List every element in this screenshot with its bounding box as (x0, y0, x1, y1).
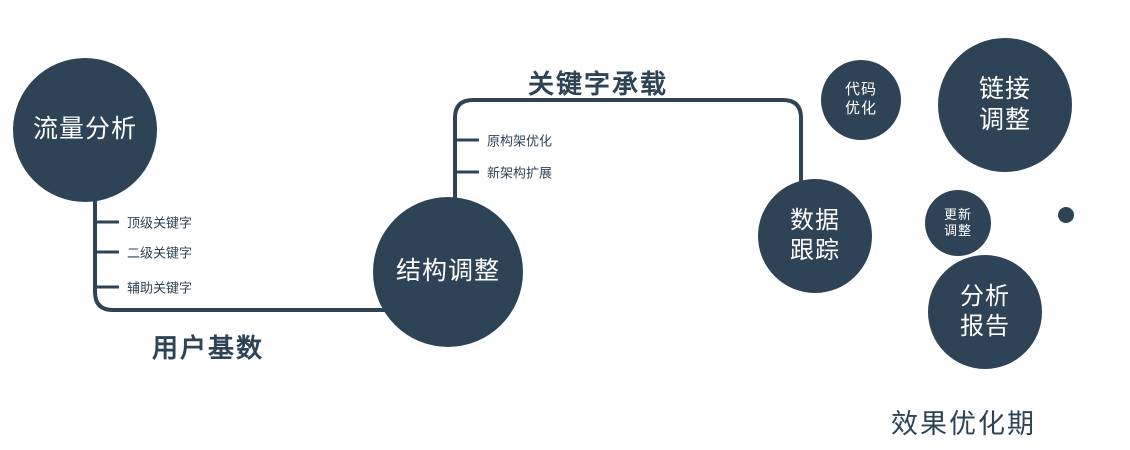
node-structure-adjustment: 结构调整 (373, 197, 523, 347)
node-structure-adjustment-label: 结构调整 (395, 257, 500, 286)
node-data-tracking-line2: 跟踪 (790, 237, 840, 264)
footer-caption: 效果优化期 (891, 409, 1036, 439)
node-code-optimization-line2: 优化 (844, 100, 877, 117)
tick-label-top-keyword: 顶级关键字 (127, 215, 193, 231)
bullet-dot (1058, 207, 1074, 223)
node-link-adjustment-line1: 链接 (978, 74, 1031, 103)
node-traffic-analysis: 流量分析 (13, 58, 157, 202)
tick-label-original-arch: 原构架优化 (487, 133, 553, 149)
edge-label-user-base: 用户基数 (152, 333, 265, 363)
node-link-adjustment-line2: 调整 (978, 106, 1031, 134)
tick-label-new-arch: 新架构扩展 (487, 165, 553, 181)
node-data-tracking: 数据 跟踪 (758, 179, 872, 293)
node-analysis-report-line2: 报告 (960, 313, 1010, 340)
tick-label-aux-keyword: 辅助关键字 (127, 280, 193, 296)
node-link-adjustment: 链接 调整 (938, 38, 1072, 172)
node-update-adjustment-line1: 更新 (943, 206, 972, 222)
node-update-adjustment: 更新 调整 (925, 190, 991, 256)
node-data-tracking-line1: 数据 (790, 207, 840, 234)
node-analysis-report-line1: 分析 (960, 283, 1010, 310)
node-analysis-report: 分析 报告 (928, 255, 1042, 369)
node-traffic-analysis-label: 流量分析 (32, 115, 137, 144)
edge-label-keyword-bearing: 关键字承载 (528, 69, 669, 99)
edge-user-base-path (93, 190, 410, 312)
node-code-optimization: 代码 优化 (821, 60, 901, 140)
tick-label-second-keyword: 二级关键字 (127, 245, 193, 261)
node-code-optimization-line1: 代码 (844, 81, 877, 99)
edge-keyword-bearing-path (453, 98, 803, 207)
node-update-adjustment-line2: 调整 (943, 223, 972, 238)
